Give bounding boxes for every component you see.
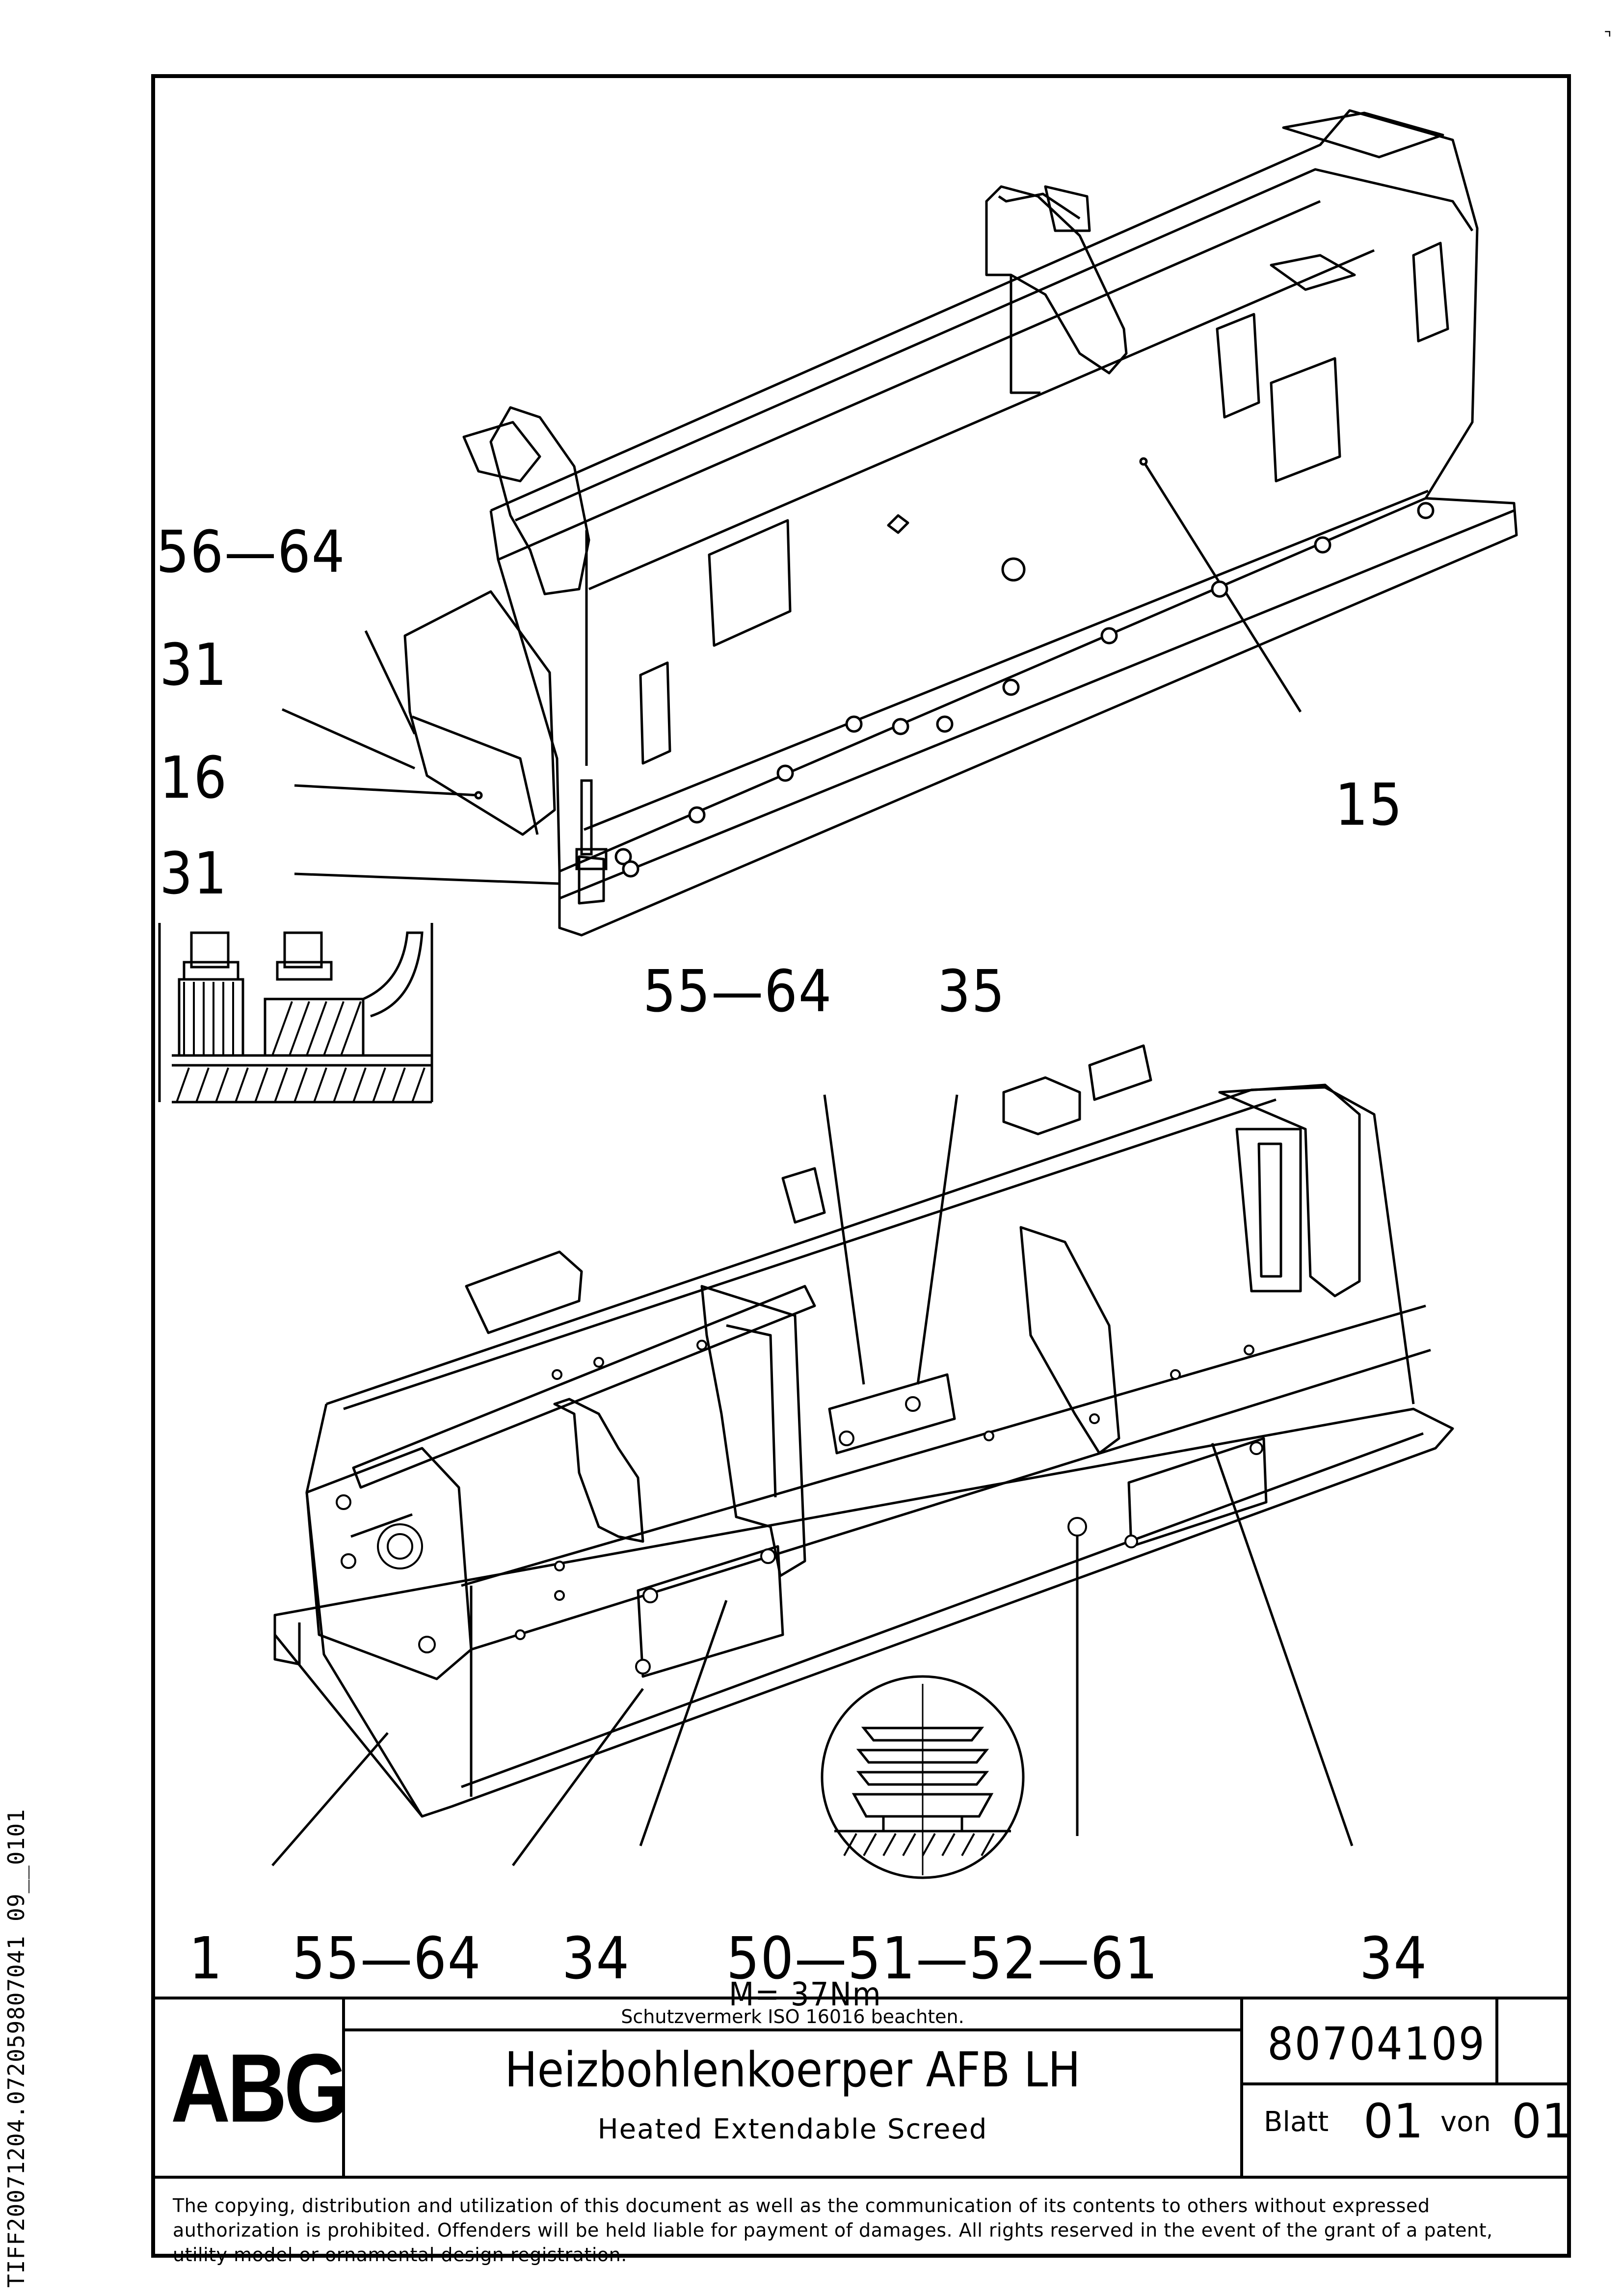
callout-1: 1 xyxy=(189,1924,223,1992)
top-guide-pin xyxy=(575,779,608,870)
callout-55-64-mid: 55—64 xyxy=(643,957,833,1025)
document-number: 80704109 xyxy=(1267,2018,1486,2070)
sheet-total: 01 xyxy=(1512,2094,1572,2149)
callout-34-left: 34 xyxy=(562,1924,631,1992)
title-block-grid xyxy=(153,1997,1569,2179)
sheet-number: 01 xyxy=(1363,2094,1424,2149)
callout-56-64-top: 56—64 xyxy=(156,518,346,586)
of-label: von xyxy=(1440,2106,1491,2138)
callout-55-64-bottom: 55—64 xyxy=(292,1924,482,1992)
side-file-identifier: TIFF20071204.072059807041 09__0101 xyxy=(3,1809,29,2288)
sheet-label: Blatt xyxy=(1264,2106,1329,2138)
callout-16: 16 xyxy=(160,744,228,811)
torque-note: M= 37Nm xyxy=(729,1975,882,2013)
callout-34-right: 34 xyxy=(1359,1924,1428,1992)
bolt-stack-detail xyxy=(821,1675,1025,1879)
abg-logo: ABG xyxy=(171,2033,348,2143)
detail-inset-section xyxy=(158,923,433,1104)
top-assembly-fasteners xyxy=(474,457,1435,878)
callout-15: 15 xyxy=(1335,771,1404,838)
callout-31-lower: 31 xyxy=(160,839,228,907)
top-assembly-drawing xyxy=(281,109,1518,937)
bottom-assembly-holes xyxy=(336,1340,1263,1675)
corner-mark: ⌝ xyxy=(1604,28,1612,48)
title-english: Heated Extendable Screed xyxy=(597,2113,988,2145)
protection-note: Schutzvermerk ISO 16016 beachten. xyxy=(621,2006,964,2027)
callout-35: 35 xyxy=(937,957,1006,1025)
title-german: Heizbohlenkoerper AFB LH xyxy=(505,2042,1081,2098)
bottom-assembly-drawing xyxy=(271,1044,1454,1866)
callout-50-51-52-61: 50—51—52—61 xyxy=(726,1924,1159,1992)
callout-31-upper: 31 xyxy=(160,631,228,699)
copyright-notice: The copying, distribution and utilizatio… xyxy=(173,2195,1493,2266)
drawing-frame xyxy=(151,74,1571,2258)
